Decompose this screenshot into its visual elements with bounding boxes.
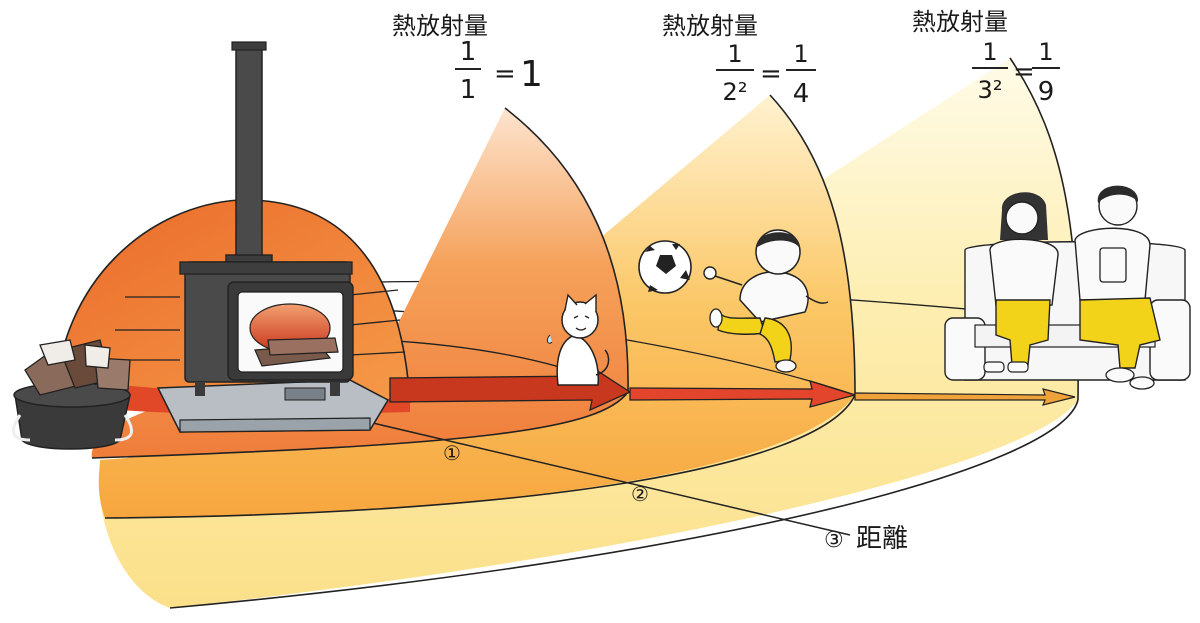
label-2-denominator: 2²	[723, 78, 748, 106]
man-icon	[1074, 185, 1161, 390]
label-1-equals: =	[494, 59, 516, 89]
boy-icon	[703, 229, 829, 373]
label-2-result-numerator: 1	[793, 40, 808, 68]
cat-icon	[546, 293, 610, 386]
heat-arrow-3	[854, 388, 1076, 406]
label-2-equals: =	[760, 59, 782, 89]
label-3-numerator: 1	[982, 38, 997, 66]
distance-marker-2: ②	[631, 482, 649, 506]
label-2-heading: 熱放射量	[662, 12, 758, 40]
radiation-label-3: 熱放射量 1 3² = 1 9	[912, 8, 1060, 107]
log-basket-icon	[11, 339, 134, 450]
label-1-result: 1	[520, 54, 543, 95]
label-3-result-denominator: 9	[1038, 77, 1055, 107]
label-3-heading: 熱放射量	[912, 8, 1008, 36]
radiation-label-1: 熱放射量 1 1 = 1	[392, 12, 543, 105]
label-1-denominator: 1	[460, 75, 477, 105]
label-3-denominator: 3²	[978, 76, 1003, 104]
label-3-equals: =	[1013, 57, 1035, 87]
label-2-numerator: 1	[727, 40, 742, 68]
heat-arrow-2	[629, 380, 858, 408]
distance-label: 距離	[856, 524, 908, 554]
soccer-ball-icon	[638, 240, 692, 294]
label-3-result-numerator: 1	[1038, 38, 1053, 66]
wood-stove-icon	[156, 41, 390, 433]
label-1-heading: 熱放射量	[392, 12, 488, 40]
distance-marker-1: ①	[443, 441, 461, 465]
label-2-result-denominator: 4	[793, 79, 810, 109]
label-1-numerator: 1	[460, 37, 477, 67]
distance-axis	[359, 419, 851, 536]
woman-icon	[983, 192, 1059, 373]
distance-marker-3: ③	[824, 528, 844, 553]
radiation-label-2: 熱放射量 1 2² = 1 4	[662, 12, 816, 109]
